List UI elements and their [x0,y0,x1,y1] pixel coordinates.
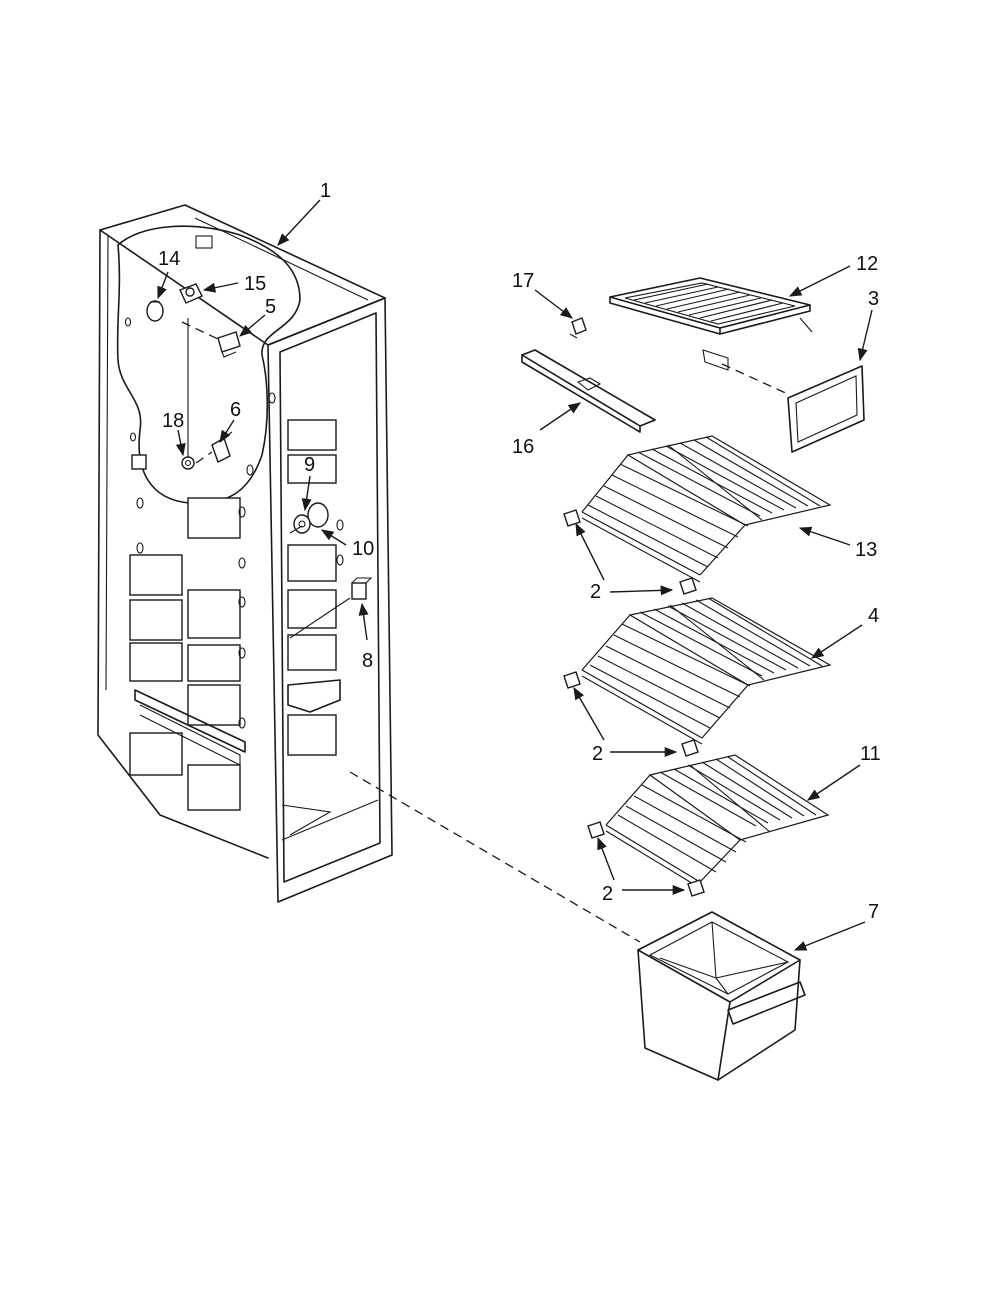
light-bulb [146,300,164,322]
callout-1: 1 [320,180,331,202]
damper-control [293,502,329,534]
light-switch [217,331,241,358]
callout-6: 6 [230,399,241,421]
control-knob [181,456,195,470]
wire-shelf-lower [587,754,830,897]
callout-9: 9 [304,454,315,476]
callout-17: 17 [512,270,534,292]
freezer-liner [97,204,393,903]
callout-14: 14 [158,248,180,270]
callout-16: 16 [512,436,534,458]
mounting-clip [351,577,373,600]
callout-2-bottom: 2 [602,883,613,905]
callout-labels: 1 2 2 2 3 4 5 6 7 8 9 10 11 12 13 14 15 … [158,180,881,923]
callout-18: 18 [162,410,184,432]
callout-arrows [157,199,873,951]
callout-2-middle: 2 [592,743,603,765]
wire-shelf-upper [563,435,832,595]
callout-3: 3 [868,288,879,310]
shelf-screw [569,317,587,339]
callout-4: 4 [868,605,879,627]
upper-shelf-frame [609,277,813,371]
callout-10: 10 [352,538,374,560]
shelf-front-trim [787,365,865,453]
callout-11: 11 [860,743,881,765]
callout-15: 15 [244,273,266,295]
light-socket [179,283,203,304]
callout-13: 13 [855,539,877,561]
wire-shelf-middle [563,597,832,757]
freezer-bin [637,911,806,1081]
callout-8: 8 [362,650,373,672]
callout-7: 7 [868,901,879,923]
shelf-support-bracket [521,349,656,433]
callout-2-top: 2 [590,581,601,603]
callout-5: 5 [265,296,276,318]
thermostat-control [211,431,233,463]
callout-12: 12 [856,253,878,275]
